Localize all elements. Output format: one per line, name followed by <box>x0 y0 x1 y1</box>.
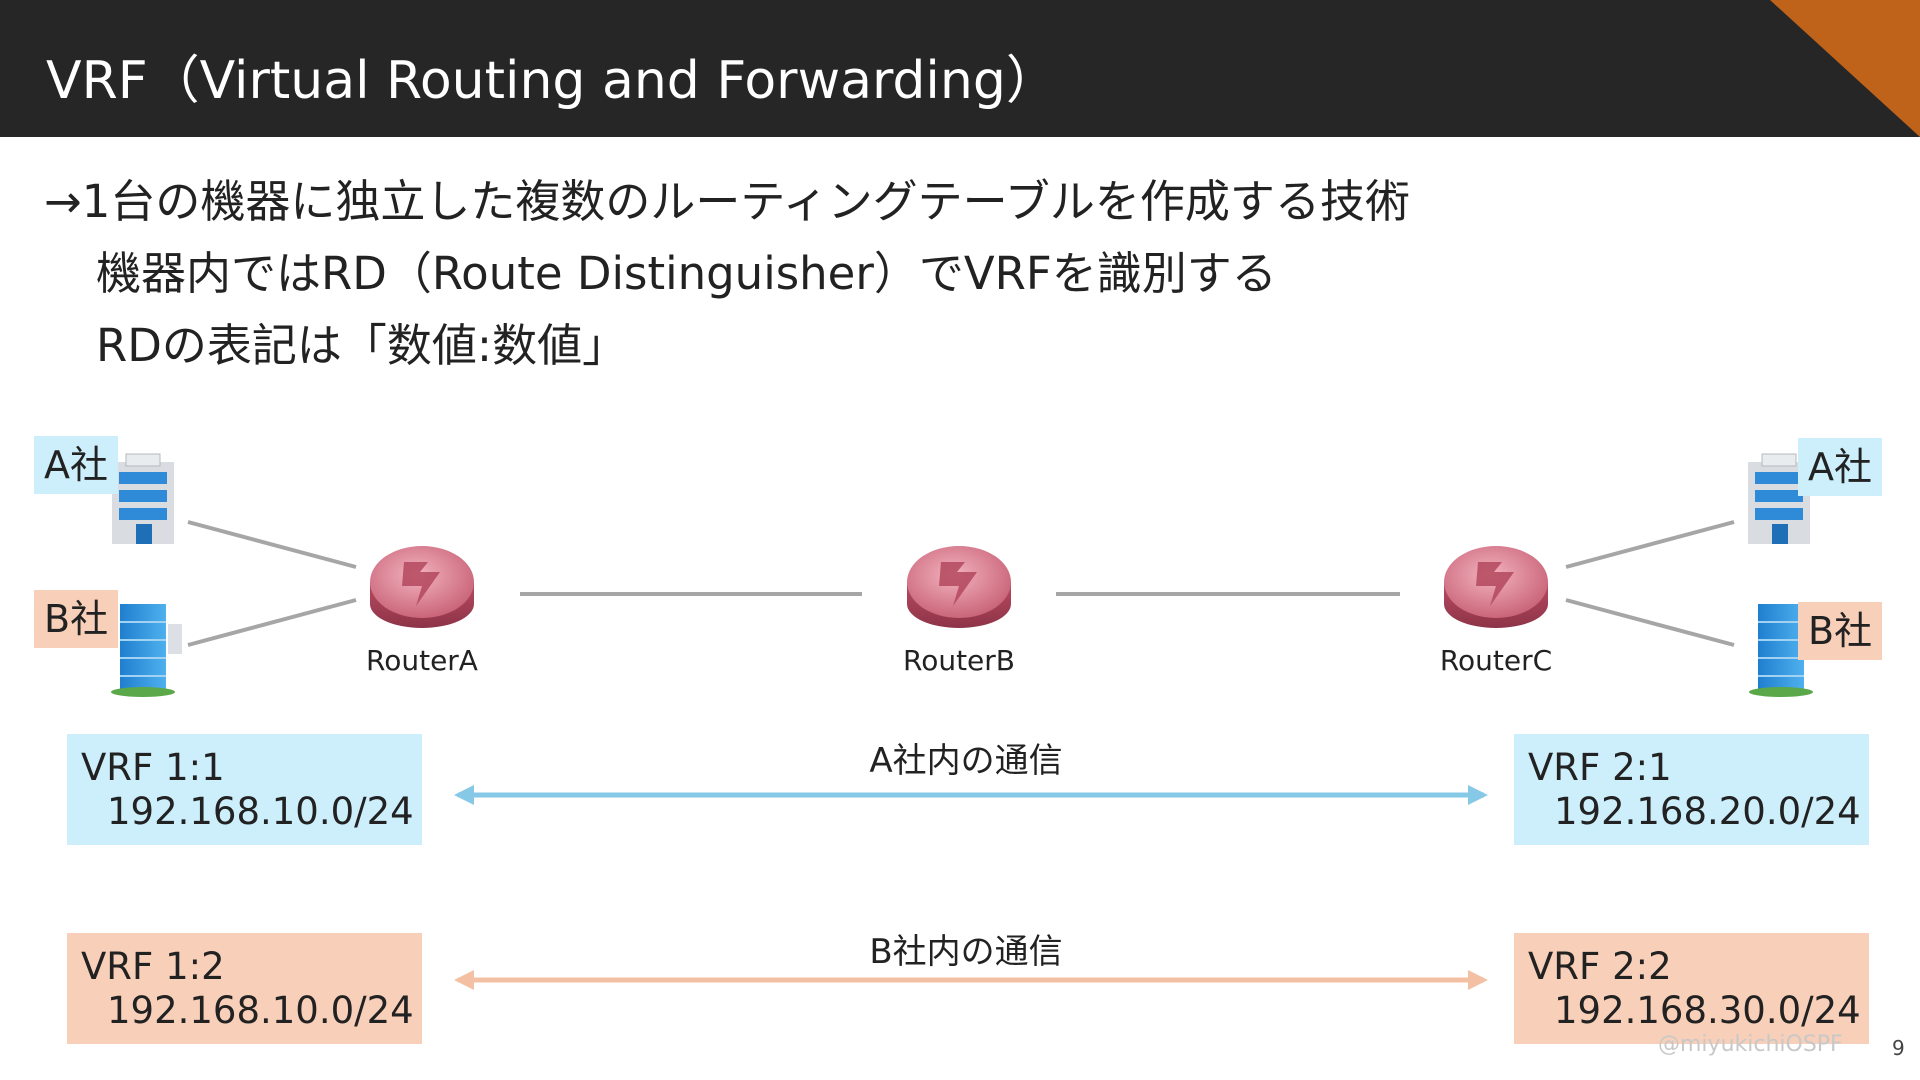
office-tower-icon <box>111 604 182 697</box>
router-icon <box>1444 546 1548 628</box>
vrf-network: 192.168.30.0/24 <box>1554 989 1861 1032</box>
router-label-b: RouterB <box>903 644 1015 677</box>
bullet-line-1: →1台の機器に独立した複数のルーティングテーブルを作成する技術 <box>44 175 1410 228</box>
company-label-left-b: B社 <box>34 590 119 648</box>
communication-label-a: A社内の通信 <box>869 741 1063 781</box>
company-label-right-b: B社 <box>1798 602 1883 660</box>
page-number: 9 <box>1892 1036 1905 1060</box>
vrf-box-left-b: VRF 1:2 192.168.10.0/24 <box>67 933 422 1044</box>
communication-label-b: B社内の通信 <box>869 932 1063 972</box>
router-icon <box>370 546 474 628</box>
link-routerc-right-a <box>1565 520 1735 569</box>
vrf-name: VRF 2:2 <box>1528 945 1672 988</box>
vrf-name: VRF 2:1 <box>1528 746 1672 789</box>
vrf-box-right-a: VRF 2:1 192.168.20.0/24 <box>1514 734 1869 845</box>
router-label-a: RouterA <box>366 644 478 677</box>
company-label-right-a: A社 <box>1798 438 1882 496</box>
link-left-a-routera <box>187 520 357 569</box>
bullet-line-3: RDの表記は「数値:数値」 <box>96 319 628 372</box>
vrf-name: VRF 1:2 <box>81 945 225 988</box>
slide-title: VRF（Virtual Routing and Forwarding） <box>46 51 1058 111</box>
footer-handle: @miyukichiOSPF <box>1658 1032 1843 1057</box>
router-label-c: RouterC <box>1439 644 1553 677</box>
office-building-icon <box>112 453 174 544</box>
office-tower-icon <box>1749 604 1820 697</box>
vrf-network: 192.168.20.0/24 <box>1554 790 1861 833</box>
router-icon <box>907 546 1011 628</box>
vrf-network: 192.168.10.0/24 <box>107 790 414 833</box>
office-building-icon <box>1748 453 1810 544</box>
vrf-name: VRF 1:1 <box>81 746 225 789</box>
slide-body: →1台の機器に独立した複数のルーティングテーブルを作成する技術 機器内ではRD（… <box>44 166 1410 382</box>
bullet-line-2: 機器内ではRD（Route Distinguisher）でVRFを識別する <box>96 247 1277 300</box>
link-routerc-right-b <box>1565 598 1735 647</box>
link-left-b-routera <box>187 598 357 647</box>
corner-accent <box>1770 0 1920 137</box>
company-label-left-a: A社 <box>34 436 118 494</box>
slide-header: VRF（Virtual Routing and Forwarding） <box>0 0 1920 137</box>
vrf-network: 192.168.10.0/24 <box>107 989 414 1032</box>
vrf-box-right-b: VRF 2:2 192.168.30.0/24 <box>1514 933 1869 1044</box>
vrf-box-left-a: VRF 1:1 192.168.10.0/24 <box>67 734 422 845</box>
